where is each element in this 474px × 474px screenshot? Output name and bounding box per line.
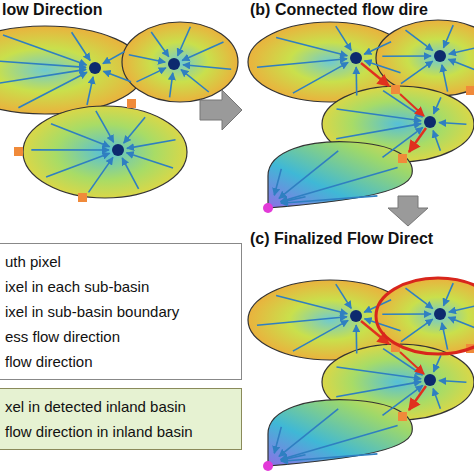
flow-ray	[170, 73, 173, 97]
panel-title: (b) Connected flow dire	[250, 0, 428, 20]
legend-text: uth pixel	[5, 249, 235, 274]
flow-ray	[31, 149, 109, 151]
legend-text: ess flow direction	[5, 324, 235, 349]
flow-ray	[274, 169, 281, 195]
flow-ray	[279, 151, 338, 199]
flow-ray	[3, 35, 87, 65]
flow-ray	[127, 153, 174, 168]
flow-ray	[401, 61, 433, 83]
legend-text: flow direction	[5, 349, 235, 374]
flow-ray	[355, 67, 357, 96]
flow-ray	[87, 77, 93, 105]
flow-ray	[439, 123, 466, 125]
flow-ray	[293, 62, 348, 93]
flow-ray	[336, 124, 421, 139]
legend-text: ixel in each sub-basin	[5, 274, 235, 299]
flow-ray	[337, 109, 422, 121]
flow-ray	[182, 42, 223, 60]
flow-ray	[103, 71, 131, 82]
flow-ray	[448, 59, 474, 74]
flow-ray	[434, 97, 441, 113]
flow-ray	[151, 32, 169, 57]
flow-ray	[137, 68, 166, 82]
flow-ray	[276, 37, 347, 55]
panel-title: (c) Finalized Flow Direct	[250, 229, 433, 249]
flow-ray	[406, 30, 433, 50]
flow-ray	[336, 26, 351, 50]
flow-ray	[281, 196, 377, 203]
flow-ray	[72, 32, 91, 60]
flow-ray	[257, 59, 347, 68]
flow-ray	[103, 52, 125, 64]
flow-ray	[127, 140, 176, 149]
legend-text: ixel in sub-basin boundary	[5, 299, 235, 324]
flow-ray	[433, 131, 440, 151]
legend-box: uth pixelixel in each sub-basinixel in s…	[0, 243, 242, 380]
panel-title: low Direction	[2, 0, 102, 20]
flow-ray	[129, 55, 165, 62]
flow-ray	[124, 117, 145, 143]
flow-ray	[178, 27, 191, 56]
flow-ray	[18, 72, 87, 108]
flow-ray	[122, 158, 138, 189]
flow-ray	[46, 153, 110, 177]
flow-ray	[364, 42, 391, 54]
legend-text: xel in detected inland basin	[5, 394, 235, 419]
flow-ray	[183, 65, 231, 69]
flow-ray	[281, 197, 306, 202]
flow-ray	[181, 70, 209, 92]
flow-ray	[96, 111, 114, 142]
flow-ray	[382, 55, 431, 57]
flow-ray	[383, 91, 422, 117]
flow-ray	[449, 45, 474, 54]
flow-ray	[442, 65, 448, 92]
legend-text: flow direction in inland basin	[5, 419, 235, 444]
flow-ray	[51, 124, 110, 147]
flow-ray	[444, 25, 454, 48]
flow-ray	[89, 157, 113, 192]
flow-ray	[281, 168, 398, 202]
inland-legend-box: xel in detected inland basinflow directi…	[0, 388, 242, 450]
flow-ray	[0, 69, 86, 88]
